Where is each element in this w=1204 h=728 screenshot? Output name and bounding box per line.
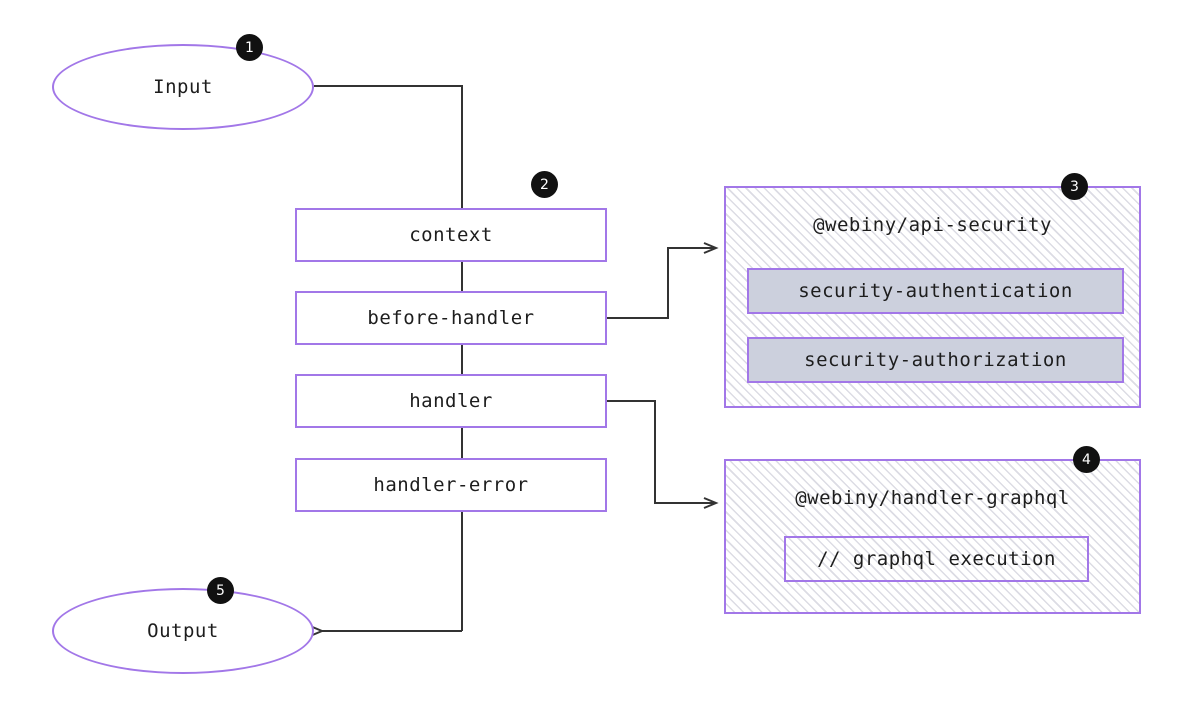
connector-handler-to-handler-graphql: [607, 400, 719, 509]
step-badge-2[interactable]: 2: [531, 171, 558, 198]
package-api-security[interactable]: @webiny/api-security security-authentica…: [724, 186, 1141, 408]
connector-before-handler-to-api-security: [607, 242, 719, 319]
terminal-input[interactable]: Input: [52, 44, 314, 130]
step-badge-1[interactable]: 1: [236, 34, 263, 61]
stage-handler-label: handler: [409, 390, 493, 412]
package-api-security-title: @webiny/api-security: [813, 214, 1052, 236]
step-badge-3[interactable]: 3: [1061, 173, 1088, 200]
stage-context[interactable]: context: [295, 208, 607, 262]
code-note-graphql-execution[interactable]: // graphql execution: [784, 536, 1089, 582]
terminal-output[interactable]: Output: [52, 588, 314, 674]
connector-input-to-pipeline: [314, 85, 463, 208]
step-badge-4[interactable]: 4: [1073, 446, 1100, 473]
stage-before-handler-label: before-handler: [367, 307, 535, 329]
stage-handler-error-label: handler-error: [373, 474, 529, 496]
package-handler-graphql[interactable]: @webiny/handler-graphql // graphql execu…: [724, 459, 1141, 614]
component-security-authentication[interactable]: security-authentication: [747, 268, 1124, 314]
package-handler-graphql-title: @webiny/handler-graphql: [795, 487, 1070, 509]
step-badge-5[interactable]: 5: [207, 577, 234, 604]
component-security-authentication-label: security-authentication: [798, 280, 1073, 302]
stage-handler-error[interactable]: handler-error: [295, 458, 607, 512]
terminal-input-label: Input: [153, 76, 213, 98]
stage-before-handler[interactable]: before-handler: [295, 291, 607, 345]
stage-context-label: context: [409, 224, 493, 246]
code-note-graphql-execution-label: // graphql execution: [817, 548, 1056, 570]
terminal-output-label: Output: [147, 620, 219, 642]
component-security-authorization-label: security-authorization: [804, 349, 1067, 371]
stage-handler[interactable]: handler: [295, 374, 607, 428]
component-security-authorization[interactable]: security-authorization: [747, 337, 1124, 383]
